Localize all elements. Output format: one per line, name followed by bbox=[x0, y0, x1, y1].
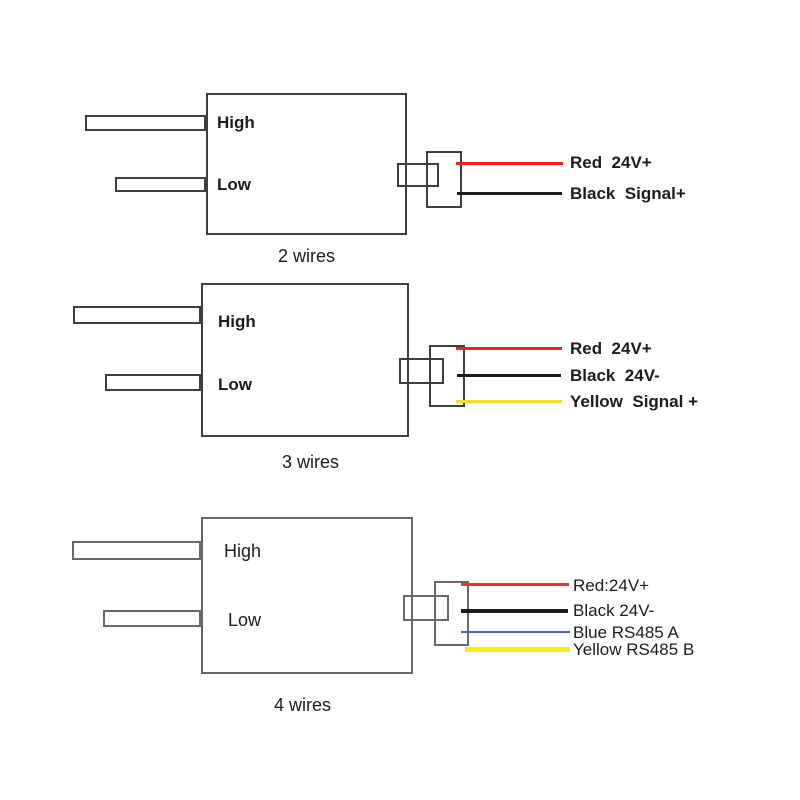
wire-label-blue: Blue RS485 A bbox=[573, 623, 679, 642]
low-label: Low bbox=[228, 610, 262, 630]
wire-black bbox=[457, 374, 561, 377]
low-prong bbox=[103, 610, 201, 627]
wire-yellow bbox=[456, 400, 562, 403]
wire-label-red: Red 24V+ bbox=[570, 153, 652, 172]
connector-nub bbox=[403, 595, 449, 621]
connector-plug bbox=[426, 151, 462, 208]
sensor-body bbox=[201, 283, 409, 437]
connector-plug bbox=[434, 581, 469, 646]
section-caption: 2 wires bbox=[278, 246, 336, 266]
high-prong bbox=[85, 115, 206, 131]
low-label: Low bbox=[218, 375, 252, 394]
wire-label-yellow: Yellow RS485 B bbox=[573, 640, 695, 659]
section-caption: 3 wires bbox=[282, 452, 340, 472]
high-label: High bbox=[217, 113, 255, 132]
wire-red bbox=[456, 162, 563, 165]
high-prong bbox=[72, 541, 201, 560]
connector-nub bbox=[397, 163, 439, 187]
low-label: Low bbox=[217, 175, 251, 194]
wire-yellow bbox=[465, 647, 570, 652]
wire-black bbox=[457, 192, 562, 195]
wire-blue bbox=[461, 631, 570, 633]
wire-label-yellow: Yellow Signal + bbox=[570, 392, 699, 411]
low-prong bbox=[115, 177, 206, 192]
wire-label-black: Black 24V- bbox=[570, 366, 660, 385]
wire-label-black: Black 24V- bbox=[573, 601, 655, 620]
wire-label-red: Red:24V+ bbox=[573, 576, 650, 595]
wire-red bbox=[456, 347, 562, 350]
high-label: High bbox=[218, 312, 256, 331]
high-label: High bbox=[224, 541, 262, 561]
section-caption: 4 wires bbox=[274, 695, 332, 715]
high-prong bbox=[73, 306, 201, 324]
wire-label-black: Black Signal+ bbox=[570, 184, 686, 203]
connector-nub bbox=[399, 358, 444, 384]
low-prong bbox=[105, 374, 201, 391]
wire-red bbox=[461, 583, 569, 586]
wire-black bbox=[461, 609, 568, 613]
wire-label-red: Red 24V+ bbox=[570, 339, 652, 358]
